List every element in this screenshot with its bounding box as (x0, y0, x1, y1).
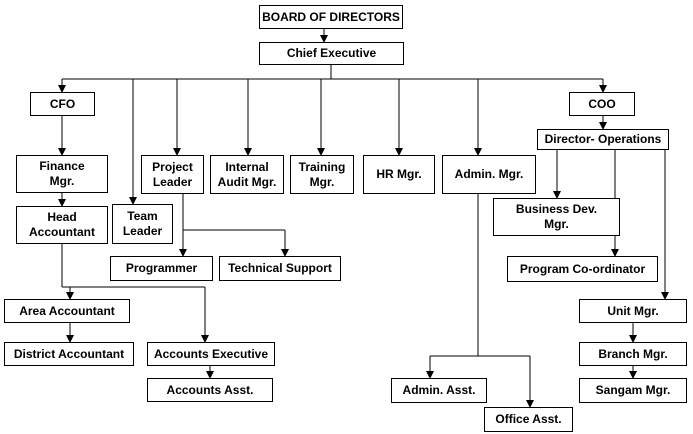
area-accountant-box: Area Accountant (4, 299, 130, 323)
business-dev-mgr-box: Business Dev. Mgr. (493, 198, 620, 236)
training-mgr-box: Training Mgr. (290, 155, 354, 194)
finance-mgr-box: Finance Mgr. (16, 155, 108, 193)
accounts-executive-box: Accounts Executive (147, 342, 275, 366)
unit-mgr-box: Unit Mgr. (579, 299, 687, 323)
programmer-box: Programmer (110, 256, 213, 281)
chief-executive-box: Chief Executive (259, 42, 404, 65)
admin-mgr-box: Admin. Mgr. (442, 155, 536, 194)
accounts-asst-box: Accounts Asst. (147, 378, 273, 402)
head-accountant-box: Head Accountant (16, 206, 108, 244)
team-leader-box: Team Leader (112, 204, 173, 244)
branch-mgr-box: Branch Mgr. (579, 342, 687, 366)
internal-audit-mgr-box: Internal Audit Mgr. (210, 155, 284, 194)
sangam-mgr-box: Sangam Mgr. (579, 378, 687, 403)
hr-mgr-box: HR Mgr. (363, 155, 435, 194)
coo-box: COO (569, 92, 635, 116)
cfo-box: CFO (30, 92, 95, 116)
program-coordinator-box: Program Co-ordinator (507, 256, 658, 282)
board-of-directors-box: BOARD OF DIRECTORS (259, 5, 403, 29)
admin-asst-box: Admin. Asst. (391, 378, 487, 403)
office-asst-box: Office Asst. (484, 407, 573, 432)
director-operations-box: Director- Operations (537, 129, 669, 150)
project-leader-box: Project Leader (141, 155, 204, 194)
district-accountant-box: District Accountant (4, 342, 134, 366)
technical-support-box: Technical Support (219, 256, 341, 281)
